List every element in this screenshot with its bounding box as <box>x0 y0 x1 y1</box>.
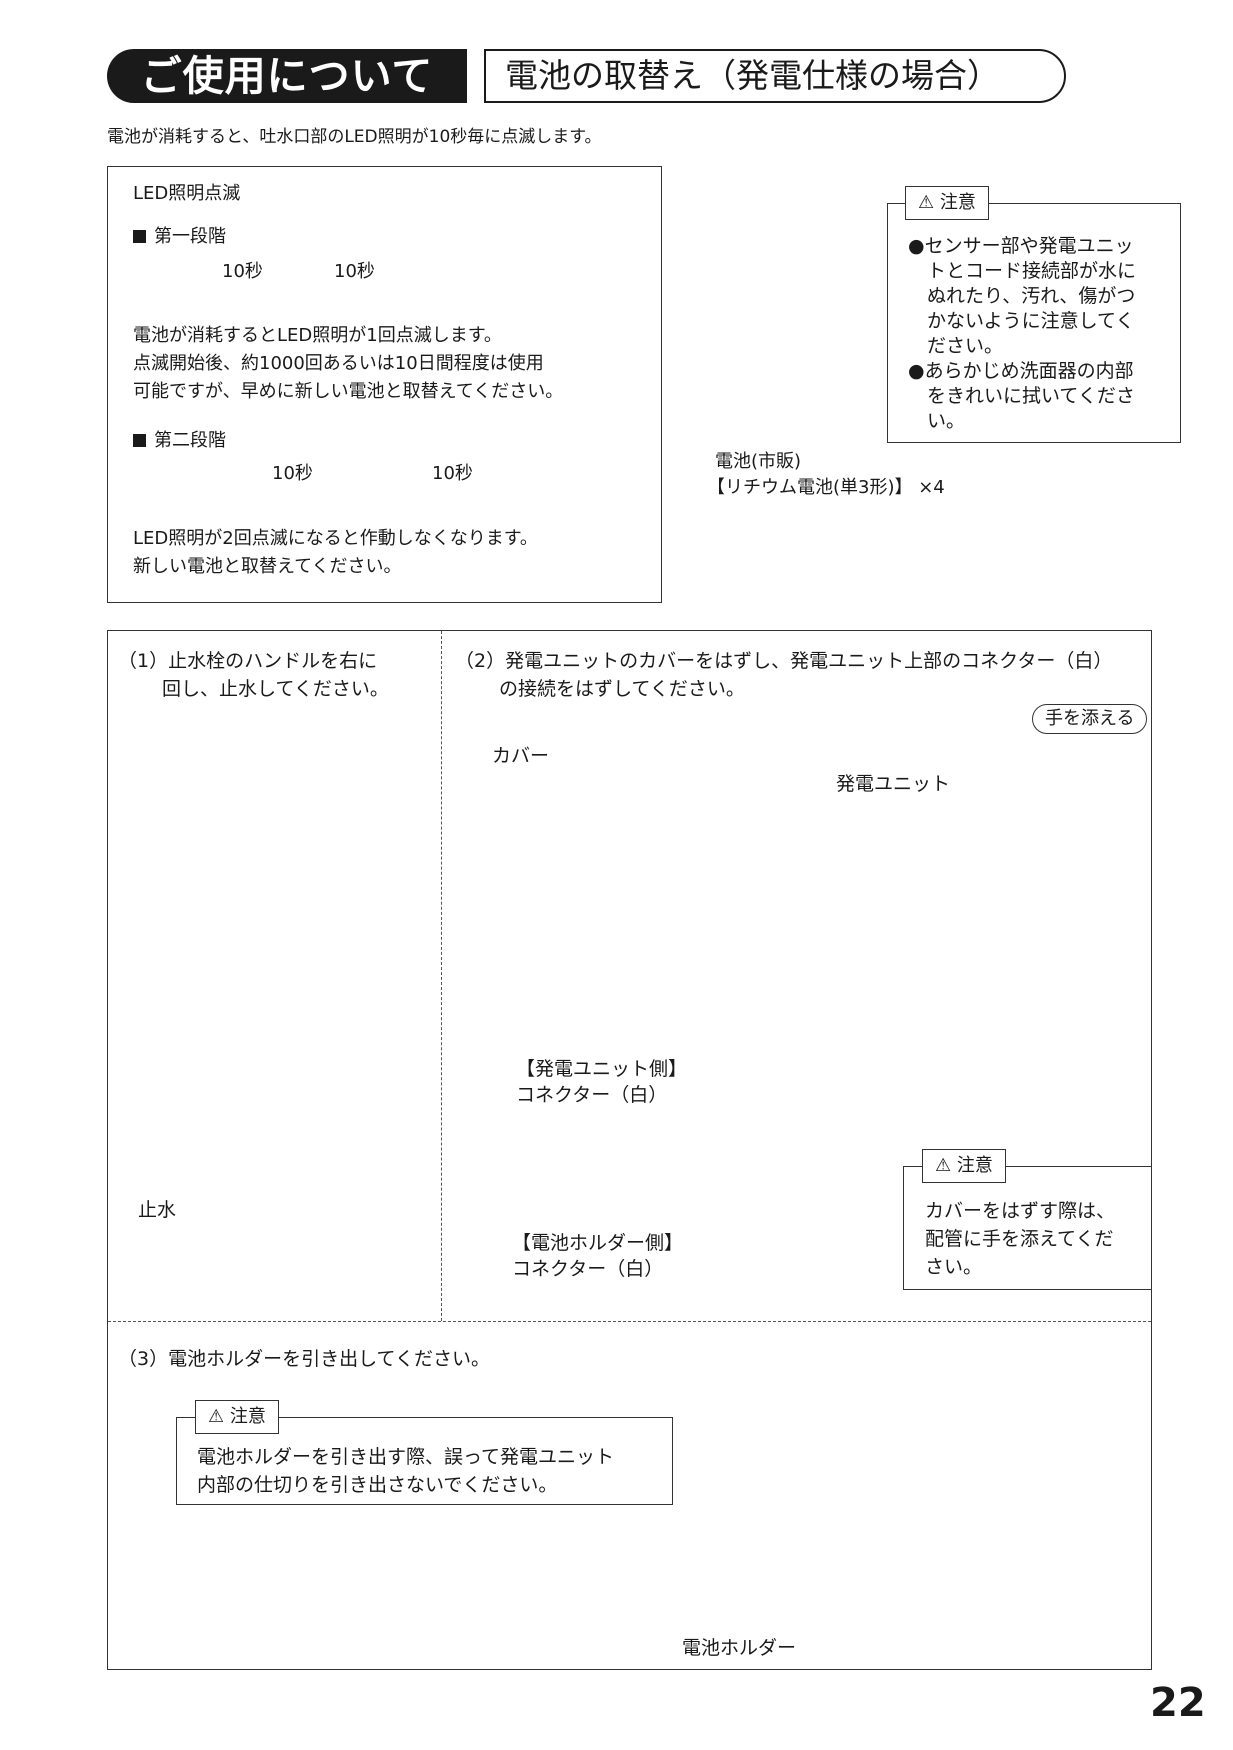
caution-tag-1: ⚠ 注意 <box>905 186 989 220</box>
caution-tag-3: ⚠ 注意 <box>195 1400 279 1434</box>
caution-1-line: をきれいに拭いてくださ <box>908 385 1135 407</box>
stage1-line-2: 点滅開始後、約1000回あるいは10日間程度は使用 <box>133 353 544 374</box>
led-box-title: LED照明点滅 <box>133 183 241 204</box>
stage2-interval-1: 10秒 <box>272 463 313 484</box>
caution-1-line: ●あらかじめ洗面器の内部 <box>908 360 1134 382</box>
caution-2-text: カバーをはずす際は、 配管に手を添えてくだ さい。 <box>925 1197 1115 1281</box>
stage2-line-2: 新しい電池と取替えてください。 <box>133 556 402 577</box>
stage1-line-1: 電池が消耗するとLED照明が1回点滅します。 <box>133 325 502 346</box>
caution-box-1 <box>887 203 1181 443</box>
section-subtitle-frame <box>484 49 1066 103</box>
divider-horizontal <box>108 1321 1151 1322</box>
battery-label-2: 【リチウム電池(単3形)】 ×4 <box>707 477 945 498</box>
stage2-line-1: LED照明が2回点滅になると作動しなくなります。 <box>133 528 538 549</box>
page-number: 22 <box>1150 1680 1206 1726</box>
stage1-interval-2: 10秒 <box>334 261 375 282</box>
stage1-line-3: 可能ですが、早めに新しい電池と取替えてください。 <box>133 381 564 402</box>
caution-2-line: 配管に手を添えてくだ <box>925 1228 1114 1250</box>
battery-holder-label: 電池ホルダー <box>682 1637 797 1659</box>
caution-2-line: カバーをはずす際は、 <box>925 1200 1116 1222</box>
hand-support-tag: 手を添える <box>1032 704 1148 734</box>
caution-box-2 <box>903 1166 1152 1290</box>
caution-1-text: ●センサー部や発電ユニッ トとコード接続部が水に ぬれたり、汚れ、傷がつ かない… <box>908 234 1136 434</box>
warning-triangle-icon: ⚠ <box>208 1406 225 1427</box>
warning-triangle-icon: ⚠ <box>935 1155 952 1176</box>
caution-2-line: さい。 <box>925 1256 983 1278</box>
step2-line-2: の接続をはずしてください。 <box>455 678 745 700</box>
unit-label: 発電ユニット <box>836 773 951 795</box>
conn-unit-label-line: 【発電ユニット側】 <box>516 1058 688 1080</box>
cover-label: カバー <box>492 745 550 767</box>
steps-frame <box>107 630 1152 1670</box>
intro-text: 電池が消耗すると、吐水口部のLED照明が10秒毎に点滅します。 <box>107 127 602 147</box>
caution-1-line: ●センサー部や発電ユニッ <box>908 235 1134 257</box>
caution-tag-2: ⚠ 注意 <box>922 1149 1006 1183</box>
caution-1-line: トとコード接続部が水に <box>908 260 1137 282</box>
stage1-interval-1: 10秒 <box>222 261 263 282</box>
warning-triangle-icon: ⚠ <box>918 192 935 213</box>
caution-1-line: い。 <box>908 410 966 432</box>
section-title: ご使用について <box>107 49 467 103</box>
caution-box-3 <box>176 1417 673 1505</box>
stage1-label: 第一段階 <box>133 223 226 251</box>
square-bullet-icon <box>133 434 146 447</box>
step2-line-1: （2）発電ユニットのカバーをはずし、発電ユニット上部のコネクター（白） <box>455 650 1113 672</box>
caution-tag-1-text: 注意 <box>939 192 976 213</box>
conn-holder-label-line: 【電池ホルダー側】 <box>512 1232 684 1254</box>
conn-unit-label-line: コネクター（白） <box>516 1084 668 1106</box>
battery-label-1: 電池(市販) <box>715 451 802 472</box>
square-bullet-icon <box>133 230 146 243</box>
step1-line-2: 回し、止水してください。 <box>118 678 389 700</box>
divider-vertical <box>441 631 442 1321</box>
stage2-interval-2: 10秒 <box>432 463 473 484</box>
led-blink-box <box>107 166 662 603</box>
caution-3-text: 電池ホルダーを引き出す際、誤って発電ユニット 内部の仕切りを引き出さないでくださ… <box>197 1443 614 1499</box>
stage2-label-text: 第二段階 <box>154 430 226 451</box>
caution-3-line: 電池ホルダーを引き出す際、誤って発電ユニット <box>197 1446 615 1468</box>
caution-1-line: ださい。 <box>908 335 1004 357</box>
step1-line-1: （1）止水栓のハンドルを右に <box>118 650 378 672</box>
conn-holder-label-line: コネクター（白） <box>512 1258 664 1280</box>
conn-holder-label: 【電池ホルダー側】 コネクター（白） <box>512 1230 683 1282</box>
stage2-label: 第二段階 <box>133 427 226 455</box>
caution-1-line: ぬれたり、汚れ、傷がつ <box>908 285 1136 307</box>
stage1-label-text: 第一段階 <box>154 226 226 247</box>
caution-3-line: 内部の仕切りを引き出さないでください。 <box>197 1474 558 1496</box>
stop-water-label: 止水 <box>138 1199 177 1221</box>
caution-tag-2-text: 注意 <box>956 1155 993 1176</box>
section-subtitle: 電池の取替え（発電仕様の場合） <box>505 56 1000 95</box>
step3-line: （3）電池ホルダーを引き出してください。 <box>118 1348 490 1370</box>
caution-1-line: かないように注意してく <box>908 310 1135 332</box>
caution-tag-3-text: 注意 <box>229 1406 266 1427</box>
conn-unit-label: 【発電ユニット側】 コネクター（白） <box>516 1056 687 1108</box>
